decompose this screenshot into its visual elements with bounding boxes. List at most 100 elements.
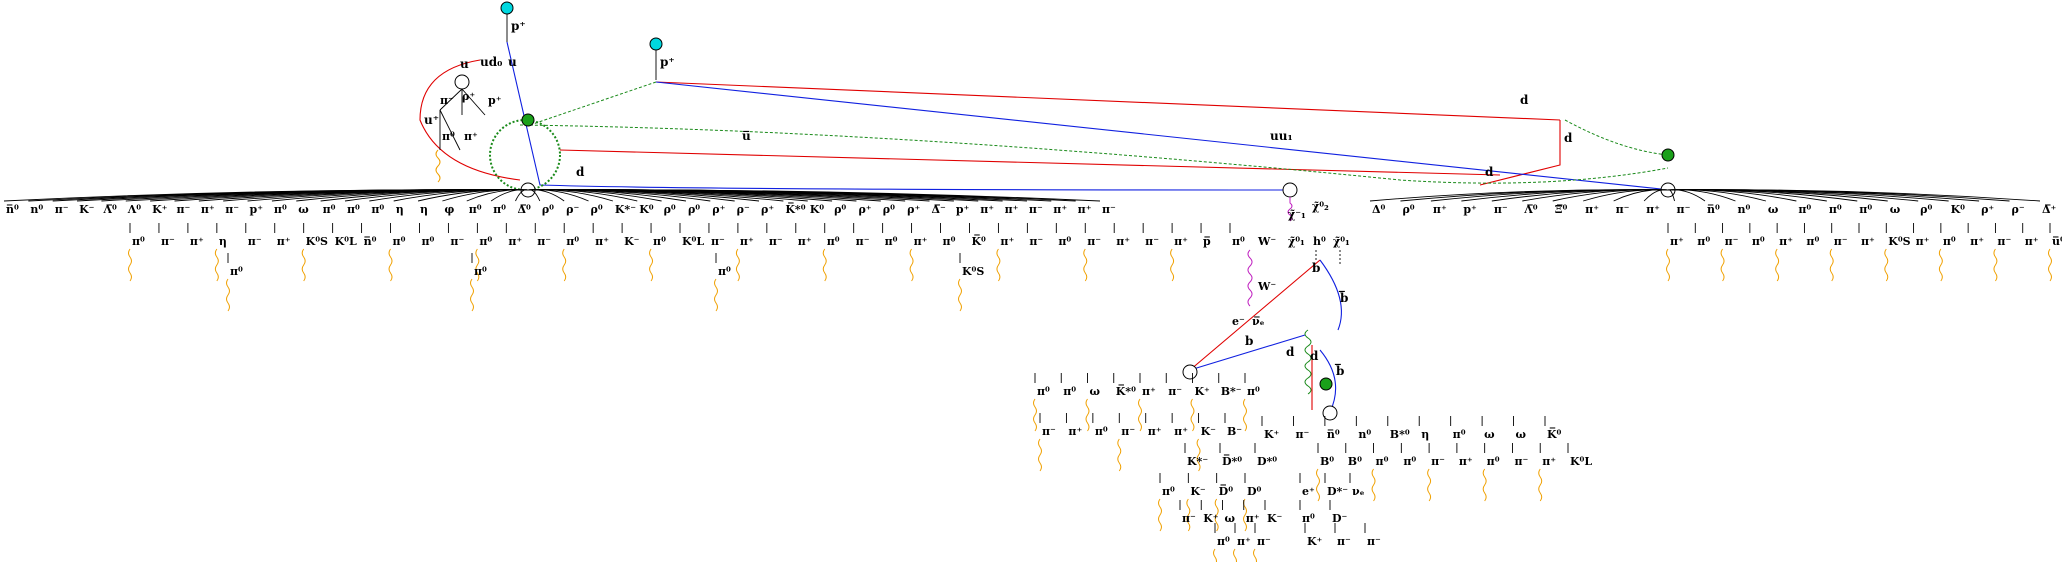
bl-r6-label: π⁺ [1237, 535, 1251, 548]
svg-text:e⁻: e⁻ [1232, 315, 1245, 328]
bl-r2-label: π⁺ [1174, 425, 1188, 438]
right-particle-label: ω [1890, 203, 1901, 216]
br-r2-label: π⁰ [1376, 455, 1389, 468]
right-particle-label: Ξ̅⁰ [1555, 203, 1568, 216]
bl-r5-label: π⁺ [1246, 512, 1260, 525]
bl-r6-label: π⁻ [1257, 535, 1271, 548]
bl-r3-label: D*⁰ [1257, 455, 1277, 468]
left-particle-label: p⁺ [250, 203, 264, 216]
left-particle-label: n̅⁰ [6, 203, 19, 216]
photon-line [562, 248, 567, 282]
photon-line [1196, 438, 1201, 472]
br-r2-label: B⁰ [1348, 455, 1362, 468]
right-particle-label: π⁰ [1859, 203, 1872, 216]
bl-r1-label: π⁰ [1247, 385, 1260, 398]
left-decay-label: π⁻ [769, 235, 783, 248]
photon-line [2048, 248, 2052, 282]
bl-r2-label: π⁻ [1042, 425, 1056, 438]
bl-r1-label: π⁰ [1037, 385, 1050, 398]
right-particle-label: π⁰ [1798, 203, 1811, 216]
right-decay-label: π⁰ [1943, 235, 1956, 248]
left-particle-label: K⁰ [810, 203, 825, 216]
br-r2-label: π⁺ [1542, 455, 1556, 468]
left-particle-label: ρ⁰ [834, 203, 846, 216]
left-decay-label: π⁻ [450, 235, 464, 248]
left-decay-label: π⁰ [479, 235, 492, 248]
svg-text:χ̃⁰₁: χ̃⁰₁ [1288, 235, 1305, 248]
w-boson-line [1247, 249, 1253, 307]
br-r2-label: π⁻ [1514, 455, 1528, 468]
right-decay-label: π⁻ [1834, 235, 1848, 248]
left-particle-label: π⁰ [347, 203, 360, 216]
left-particle-label: π⁺ [201, 203, 215, 216]
photon-line [1170, 248, 1175, 282]
left-particle-label: Λ⁰ [127, 203, 142, 216]
left-particle-label: π⁰ [493, 203, 506, 216]
left-particle-label: K̅*⁰ [785, 202, 805, 216]
left-decay-label: π⁻ [1145, 235, 1159, 248]
photon-line [1884, 248, 1889, 282]
bl-r4-label: D⁰ [1247, 485, 1262, 498]
quark-line-d-right [1479, 120, 1561, 186]
photon-line [1316, 468, 1320, 502]
photon-line [909, 248, 914, 282]
br-r2-label: π⁰ [1487, 455, 1500, 468]
left-decay-label: π⁺ [190, 235, 204, 248]
right-particle-edge [1613, 189, 1669, 202]
right-decay-label: K⁰S [1888, 235, 1910, 248]
left-particle-label: ρ⁰ [688, 203, 700, 216]
right-particle-edge [1667, 189, 2041, 202]
right-particle-edge [1643, 189, 1669, 202]
gluon-lower [1304, 329, 1312, 395]
left-decay-label: n̅⁰ [364, 235, 377, 248]
right-particle-label: π⁻ [1616, 203, 1630, 216]
bl-r1-label: π⁺ [1142, 385, 1156, 398]
proton-right: p⁺ [649, 37, 675, 80]
svg-text:b̅: b̅ [1335, 362, 1344, 378]
br-r2-label: π⁺ [1459, 455, 1473, 468]
right-particle-label: Λ̅⁰ [1523, 203, 1538, 216]
bl-r2-label: π⁺ [1068, 425, 1082, 438]
left-particle-label: ρ⁻ [566, 203, 579, 216]
left-decay-label: π⁰ [1058, 235, 1071, 248]
gluon-right [1564, 119, 1669, 156]
left-particle-label: π⁻ [1102, 203, 1116, 216]
photon-line [649, 248, 654, 282]
left-particle-label: π⁺ [1053, 203, 1067, 216]
photon-line [1243, 398, 1247, 432]
antiquark-line-uu1 [655, 81, 1671, 191]
proton-left-label: p⁺ [511, 19, 526, 33]
svg-text:u: u [460, 57, 469, 71]
br-r5-label: π⁻ [1337, 535, 1351, 548]
left-particle-label: π⁰ [274, 203, 287, 216]
photon-line [1427, 468, 1432, 502]
left-particle-label: K*⁻ [615, 203, 636, 216]
left-particle-label: π⁺ [1005, 203, 1019, 216]
br-r1-label: n̅⁰ [1327, 428, 1340, 441]
photon-line [714, 278, 718, 312]
right-particle-label: π⁰ [1829, 203, 1842, 216]
svg-text:χ̃⁻₁: χ̃⁻₁ [1288, 208, 1306, 221]
left-particle-label: π⁻ [1029, 203, 1043, 216]
svg-text:ρ⁺: ρ⁺ [462, 90, 475, 103]
photon-line [388, 248, 393, 282]
br-r2-label: π⁰ [1403, 455, 1416, 468]
svg-text:u⁺: u⁺ [424, 113, 439, 127]
left-particle-label: ρ⁰ [542, 203, 554, 216]
photon-line [1482, 468, 1487, 502]
right-particle-label: ρ⁰ [1920, 203, 1932, 216]
gluon-string-upper [529, 81, 657, 126]
bl-r1-label: π⁻ [1168, 385, 1182, 398]
left-particle-label: Λ̅⁰ [102, 203, 117, 216]
left-particle-label: ρ⁰ [883, 203, 895, 216]
photon-line [1214, 498, 1219, 532]
left-particle-label: ρ⁰ [591, 203, 603, 216]
photon-line [1038, 438, 1042, 472]
svg-text:χ̃⁰₁: χ̃⁰₁ [1333, 235, 1350, 248]
br-r3-label: νₑ [1352, 485, 1365, 498]
bbar-quark-line [1319, 259, 1342, 331]
